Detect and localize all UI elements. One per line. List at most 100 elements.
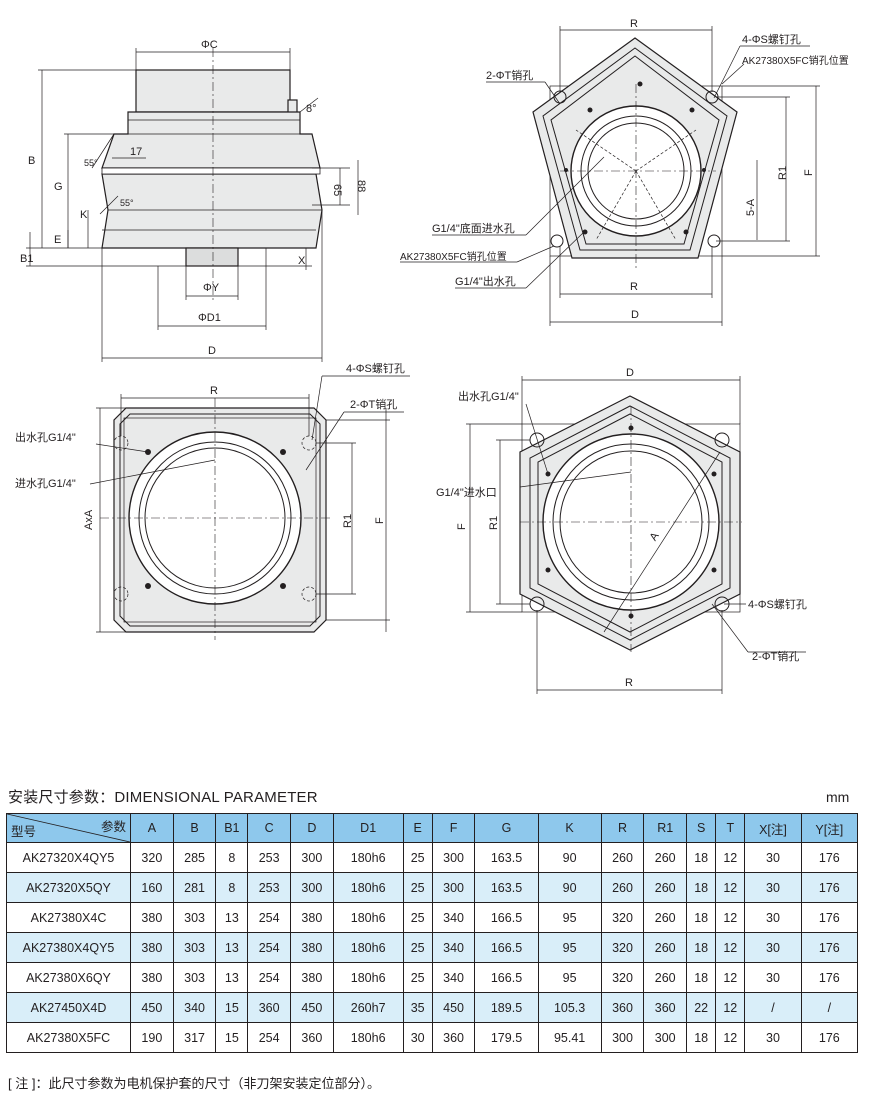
value-cell: 260h7 (332, 992, 404, 1023)
value-cell: 190 (130, 1022, 174, 1053)
side-label-phiC: ΦC (201, 39, 218, 51)
column-header: R (600, 813, 645, 843)
square-view-drawing: R 4-ΦS螺钉孔 2-ΦT销孔 出水孔G1/4" 进水孔G1/4" AxA R… (15, 362, 410, 640)
side-label-8deg: 8° (306, 103, 317, 115)
value-cell: 180h6 (332, 962, 404, 993)
value-cell: 303 (172, 962, 217, 993)
side-label-B: B (28, 155, 35, 167)
value-cell: 90 (537, 872, 602, 903)
hexagon-label-D: D (626, 367, 634, 379)
value-cell: 180h6 (332, 932, 404, 963)
value-cell: 8 (215, 872, 249, 903)
value-cell: 95 (537, 962, 602, 993)
value-cell: 450 (431, 992, 476, 1023)
value-cell: 18 (686, 902, 717, 933)
value-cell: 320 (600, 932, 645, 963)
column-header: B (172, 813, 217, 843)
value-cell: 18 (686, 932, 717, 963)
hexagon-label-inlet: G1/4"进水口 (436, 486, 497, 499)
column-header: D (290, 813, 334, 843)
value-cell: 13 (215, 932, 249, 963)
pentagon-label-F: F (803, 169, 815, 176)
pentagon-label-R-top: R (630, 18, 638, 30)
value-cell: 12 (715, 1022, 746, 1053)
table-footnote: [ 注 ]：此尺寸参数为电机保护套的尺寸（非刀架安装定位部分）。 (8, 1076, 380, 1091)
value-cell: 317 (172, 1022, 217, 1053)
square-label-inlet: 进水孔G1/4" (15, 477, 76, 490)
value-cell: 281 (172, 872, 217, 903)
value-cell: 300 (290, 872, 334, 903)
value-cell: 180h6 (332, 842, 404, 873)
value-cell: 30 (744, 872, 802, 903)
side-label-phiY: ΦY (203, 282, 220, 294)
value-cell: / (800, 992, 859, 1023)
side-label-K: K (80, 209, 88, 221)
value-cell: 25 (402, 872, 433, 903)
value-cell: 166.5 (474, 962, 539, 993)
column-header: B1 (215, 813, 249, 843)
value-cell: 12 (715, 992, 746, 1023)
square-label-pin: 2-ΦT销孔 (350, 397, 397, 411)
value-cell: 176 (800, 842, 859, 873)
hexagon-view-drawing: D 出水孔G1/4" G1/4"进水口 F R1 A 4-ΦS螺钉孔 2-ΦT销… (436, 367, 807, 694)
pentagon-label-D: D (631, 309, 639, 321)
value-cell: 360 (600, 992, 645, 1023)
model-cell: AK27380X5FC (6, 1022, 131, 1053)
corner-row-label: 型号 (11, 825, 37, 839)
square-label-R1: R1 (342, 514, 354, 528)
pentagon-label-bolt: 4-ΦS螺钉孔 (742, 33, 801, 46)
table-unit: mm (826, 789, 850, 805)
value-cell: 176 (800, 1022, 859, 1053)
model-cell: AK27380X4QY5 (6, 932, 131, 963)
value-cell: 300 (290, 842, 334, 873)
value-cell: 254 (247, 1022, 291, 1053)
value-cell: 380 (290, 902, 334, 933)
pentagon-label-R-bottom: R (630, 281, 638, 293)
value-cell: 320 (600, 902, 645, 933)
pentagon-label-R1: R1 (777, 166, 789, 180)
square-label-R: R (210, 385, 218, 397)
side-label-65: 65 (331, 184, 343, 196)
side-bottom-shaft (185, 247, 239, 267)
value-cell: 260 (643, 932, 688, 963)
value-cell: 15 (215, 1022, 249, 1053)
pentagon-label-5A: 5-A (745, 198, 757, 216)
value-cell: 320 (130, 842, 174, 873)
column-header: S (686, 813, 717, 843)
column-header: Y[注] (800, 813, 859, 843)
value-cell: 340 (431, 962, 476, 993)
pentagon-label-inlet: G1/4"底面进水孔 (432, 221, 515, 235)
value-cell: 176 (800, 872, 859, 903)
value-cell: 95 (537, 932, 602, 963)
value-cell: 163.5 (474, 842, 539, 873)
value-cell: 12 (715, 932, 746, 963)
side-label-55deg-a: 55° (84, 158, 98, 168)
value-cell: 254 (247, 902, 291, 933)
value-cell: / (744, 992, 802, 1023)
square-label-AxA: AxA (83, 509, 95, 530)
side-label-B1: B1 (20, 253, 33, 265)
value-cell: 300 (431, 842, 476, 873)
side-label-phiD1: ΦD1 (198, 312, 221, 324)
column-header: F (431, 813, 476, 843)
value-cell: 380 (130, 932, 174, 963)
side-label-88: 88 (355, 180, 367, 192)
value-cell: 13 (215, 902, 249, 933)
value-cell: 253 (247, 842, 291, 873)
value-cell: 18 (686, 872, 717, 903)
pentagon-label-pin-note: AK27380X5FC销孔位置 (742, 54, 849, 67)
value-cell: 303 (172, 932, 217, 963)
column-header: D1 (332, 813, 404, 843)
pentagon-view-drawing: R 4-ΦS螺钉孔 AK27380X5FC销孔位置 2-ΦT销孔 R1 F 5-… (400, 18, 849, 326)
value-cell: 30 (744, 1022, 802, 1053)
column-header: T (715, 813, 746, 843)
value-cell: 180h6 (332, 1022, 404, 1053)
value-cell: 30 (744, 842, 802, 873)
value-cell: 176 (800, 902, 859, 933)
value-cell: 380 (130, 902, 174, 933)
column-header: K (537, 813, 602, 843)
value-cell: 8 (215, 842, 249, 873)
value-cell: 340 (431, 932, 476, 963)
